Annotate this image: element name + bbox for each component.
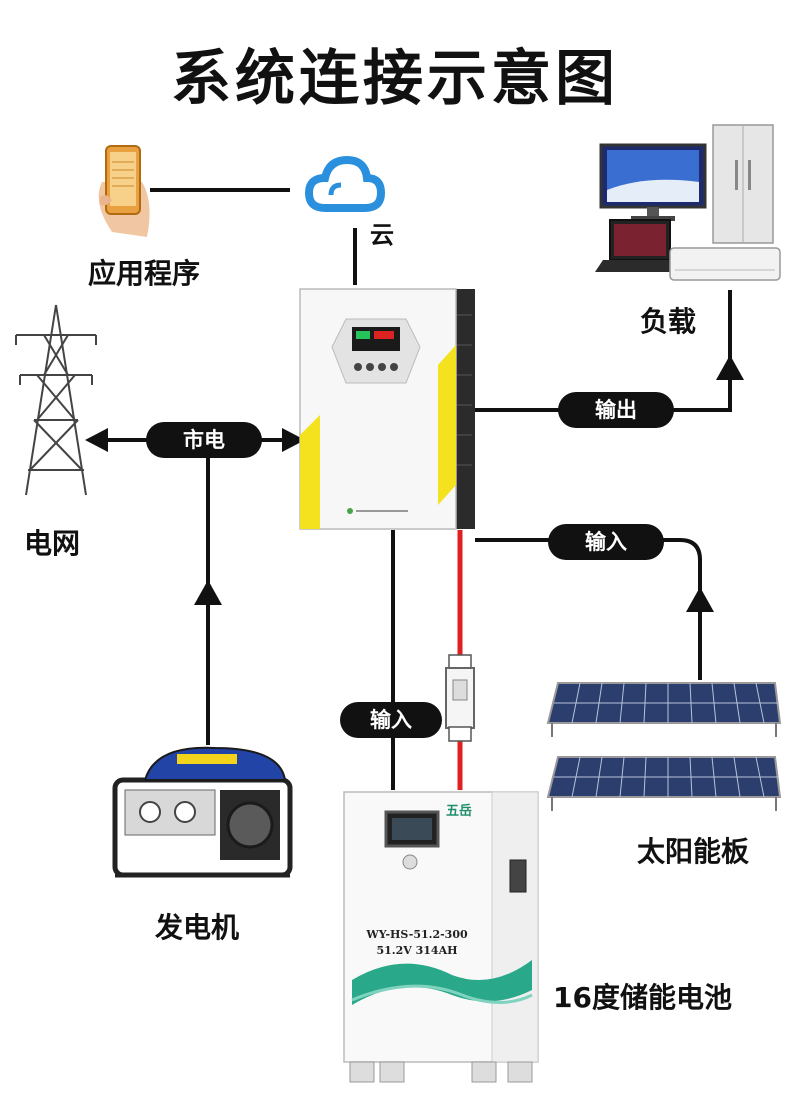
arrow-output-load xyxy=(716,355,744,380)
battery-cabinet: 五岳 WY-HS-51.2-300 51.2V 314AH xyxy=(342,790,540,1090)
arrow-grid-left xyxy=(85,428,108,452)
generator-label: 发电机 xyxy=(155,911,240,944)
load-appliances-icon xyxy=(595,124,781,281)
power-tower-icon xyxy=(15,304,97,496)
generator-icon xyxy=(112,746,293,878)
app-label: 应用程序 xyxy=(88,257,201,290)
grid-pill: 市电 xyxy=(146,422,262,458)
wire-solar xyxy=(475,538,702,680)
battery-brand: 五岳 xyxy=(446,804,473,819)
cloud-icon xyxy=(305,155,385,212)
output-pill: 输出 xyxy=(558,392,674,428)
battery-spec: 51.2V 314AH xyxy=(376,944,458,957)
grid-label: 电网 xyxy=(24,527,81,560)
page-title: 系统连接示意图 xyxy=(171,44,619,114)
cloud-label: 云 xyxy=(370,221,394,249)
solar-input-pill: 输入 xyxy=(548,524,664,560)
load-label: 负载 xyxy=(640,305,697,338)
solar-label: 太阳能板 xyxy=(637,835,750,868)
arrow-solar xyxy=(686,587,714,612)
phone-icon xyxy=(98,145,150,237)
battery-input-pill: 输入 xyxy=(340,702,442,738)
arrow-generator xyxy=(194,580,222,605)
arrow-grid-right xyxy=(282,428,305,452)
inverter-icon xyxy=(299,288,475,530)
battery-model: WY-HS-51.2-300 xyxy=(366,928,468,941)
breaker-icon xyxy=(445,654,475,742)
solar-panels-icon xyxy=(546,682,782,811)
battery-label: 16度储能电池 xyxy=(553,981,732,1014)
battery-icon xyxy=(343,791,539,1083)
